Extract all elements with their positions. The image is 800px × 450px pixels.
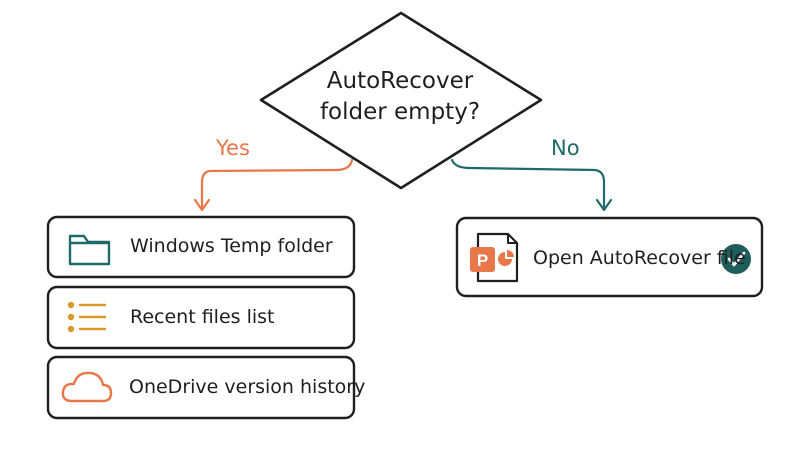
cloud-icon — [61, 371, 113, 403]
option-box-recent-files — [46, 285, 356, 350]
list-icon — [67, 301, 107, 333]
onedrive-label: OneDrive version history — [129, 376, 366, 398]
decision-line-2: folder empty? — [319, 99, 481, 125]
no-arrowhead — [595, 198, 613, 212]
open-autorecover-label: Open AutoRecover file — [533, 247, 746, 269]
no-branch-label: No — [551, 136, 580, 160]
yes-branch-label: Yes — [216, 136, 250, 160]
option-box-temp-folder — [46, 215, 356, 279]
option-box-open-autorecover — [455, 216, 764, 298]
recent-files-label: Recent files list — [130, 306, 275, 328]
decision-diamond — [259, 11, 543, 190]
temp-folder-label: Windows Temp folder — [130, 235, 333, 257]
no-connector — [450, 158, 606, 210]
decision-text: AutoRecover folder empty? — [290, 66, 510, 128]
check-icon — [721, 244, 751, 274]
option-box-onedrive — [46, 355, 356, 420]
folder-icon — [68, 234, 111, 266]
ppt-badge-letter: P — [477, 251, 488, 270]
decision-line-1: AutoRecover — [326, 68, 474, 94]
powerpoint-file-icon: P — [470, 232, 519, 283]
yes-connector — [200, 158, 354, 210]
yes-arrowhead — [193, 198, 211, 212]
